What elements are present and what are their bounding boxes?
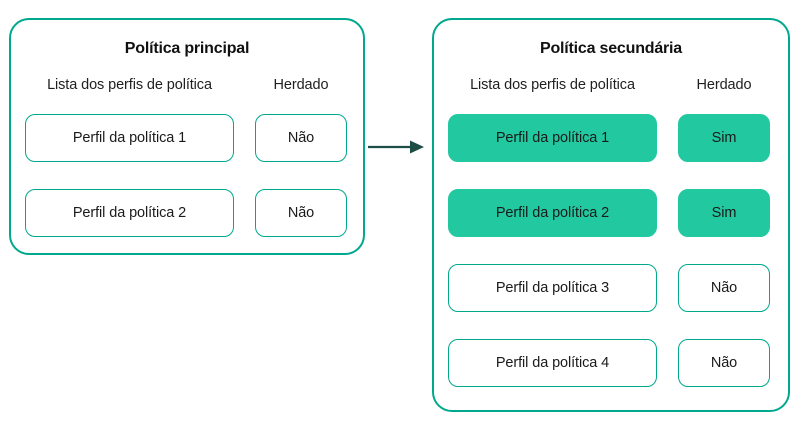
policy-profile-cell[interactable]: Perfil da política 2 xyxy=(448,189,657,237)
inherited-status-cell[interactable]: Não xyxy=(255,189,347,237)
column-header-profiles: Lista dos perfis de política xyxy=(47,77,212,93)
arrow-right-icon xyxy=(366,131,428,163)
policy-profile-cell[interactable]: Perfil da política 1 xyxy=(25,114,234,162)
panel-primary-column-headers: Lista dos perfis de política Herdado xyxy=(11,77,363,99)
panel-secondary-title: Política secundária xyxy=(539,40,683,57)
inherited-status-cell[interactable]: Não xyxy=(255,114,347,162)
table-row: Perfil da política 1 Sim xyxy=(434,114,788,162)
policy-profile-cell[interactable]: Perfil da política 2 xyxy=(25,189,234,237)
panel-primary-title: Política principal xyxy=(124,40,250,57)
policy-profile-cell[interactable]: Perfil da política 1 xyxy=(448,114,657,162)
inherited-status-cell[interactable]: Sim xyxy=(678,114,770,162)
panel-secondary-policy: Política secundária Lista dos perfis de … xyxy=(432,18,790,412)
panel-primary-policy: Política principal Lista dos perfis de p… xyxy=(9,18,365,255)
inherited-status-cell[interactable]: Sim xyxy=(678,189,770,237)
table-row: Perfil da política 2 Não xyxy=(11,189,363,237)
panel-secondary-column-headers: Lista dos perfis de política Herdado xyxy=(434,77,788,99)
inherited-status-cell[interactable]: Não xyxy=(678,339,770,387)
panel-secondary-rows: Perfil da política 1 Sim Perfil da polít… xyxy=(434,114,788,410)
table-row: Perfil da política 2 Sim xyxy=(434,189,788,237)
policy-profile-cell[interactable]: Perfil da política 4 xyxy=(448,339,657,387)
column-header-inherited: Herdado xyxy=(273,77,329,93)
table-row: Perfil da política 4 Não xyxy=(434,339,788,387)
column-header-inherited: Herdado xyxy=(696,77,752,93)
column-header-profiles: Lista dos perfis de política xyxy=(470,77,635,93)
inherited-status-cell[interactable]: Não xyxy=(678,264,770,312)
policy-profile-cell[interactable]: Perfil da política 3 xyxy=(448,264,657,312)
table-row: Perfil da política 3 Não xyxy=(434,264,788,312)
table-row: Perfil da política 1 Não xyxy=(11,114,363,162)
panel-primary-rows: Perfil da política 1 Não Perfil da polít… xyxy=(11,114,363,253)
